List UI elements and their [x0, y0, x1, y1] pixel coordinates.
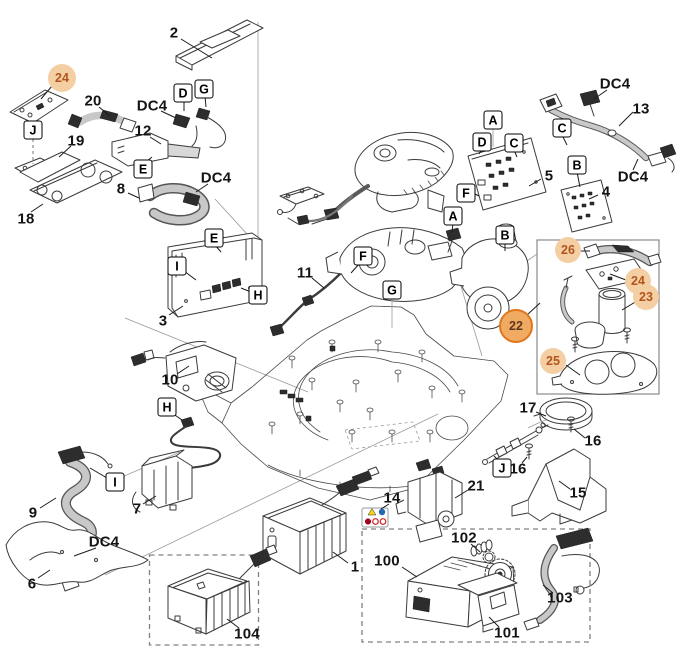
dc4-label-8: DC4 [200, 169, 232, 187]
part-4-pcb [560, 179, 613, 233]
part-104-module [167, 544, 278, 635]
part-number-14: 14 [383, 489, 401, 507]
part-number-7: 7 [132, 500, 142, 518]
part-number-6: 6 [27, 575, 37, 593]
ref-box-d2: D [472, 132, 492, 152]
ref-box-i2: I [105, 472, 125, 492]
ref-box-c2: C [504, 133, 524, 153]
ref-box-d1: D [173, 83, 193, 103]
highlight-callout-22: 22 [499, 309, 533, 343]
part-number-104: 104 [234, 625, 260, 643]
screw-16b [525, 443, 533, 460]
ref-box-j1: J [23, 120, 43, 140]
part-22-gearbox [449, 223, 529, 330]
part-number-20: 20 [84, 92, 102, 110]
part-14-warning-sticker [361, 507, 389, 528]
part-number-9: 9 [28, 504, 38, 522]
part-20-ribbon-cable [67, 109, 137, 133]
ref-box-h1: H [248, 285, 268, 305]
part-number-13: 13 [632, 100, 650, 118]
part-25-gasket [551, 351, 658, 395]
ref-box-g1: G [194, 79, 214, 99]
ref-box-f1: F [456, 183, 476, 203]
part-19-18-trays [14, 151, 123, 204]
part-number-102: 102 [451, 529, 477, 547]
part-number-2: 2 [169, 24, 179, 42]
part-15-cover [511, 448, 607, 525]
part-number-8: 8 [116, 180, 126, 198]
part-7-bracket [132, 416, 222, 513]
highlight-callout-24-top: 24 [48, 64, 76, 92]
ref-box-h2: H [157, 397, 177, 417]
ref-box-e2: E [204, 228, 224, 248]
dc4-label-12: DC4 [136, 97, 168, 115]
part-number-15: 15 [569, 484, 587, 502]
part-17-disc [527, 397, 593, 431]
part-number-5: 5 [544, 167, 554, 185]
ref-box-g2: G [382, 280, 402, 300]
part-number-10: 10 [161, 371, 179, 389]
motor-assembly [325, 227, 466, 302]
ref-box-j2: J [492, 458, 512, 478]
part-number-101: 101 [494, 624, 520, 642]
part-8-strap [137, 183, 210, 226]
dc4-label-13bot: DC4 [617, 168, 649, 186]
part-1-battery-box [262, 466, 380, 575]
ref-box-f2: F [353, 246, 373, 266]
part-2-cover [175, 19, 264, 71]
part-number-100: 100 [374, 552, 400, 570]
highlight-callout-26: 26 [555, 237, 581, 263]
console-assembly [287, 131, 454, 226]
ref-box-c1: C [552, 118, 572, 138]
part-number-12: 12 [134, 122, 152, 140]
part-number-21: 21 [467, 477, 485, 495]
part-13-harness [539, 89, 677, 173]
part-number-19: 19 [67, 132, 85, 150]
part-number-11: 11 [296, 264, 314, 282]
ref-box-b1: B [567, 155, 587, 175]
highlight-callout-25: 25 [540, 348, 566, 374]
part-number-16a: 16 [584, 432, 602, 450]
mount-plate [277, 186, 325, 215]
ref-box-a2: A [443, 206, 463, 226]
part-23-cylinder [598, 288, 626, 334]
part-number-17: 17 [519, 399, 537, 417]
highlight-callout-23: 23 [633, 284, 659, 310]
part-21-bracket [395, 458, 463, 543]
part-24-board [9, 89, 69, 124]
part-103-arm [523, 527, 600, 631]
part-12-bracket [111, 107, 227, 167]
part-number-1: 1 [350, 558, 360, 576]
part-cup-arm [560, 275, 606, 349]
group-box-100s [361, 528, 591, 643]
chassis [201, 305, 509, 501]
part-10-drive-unit [130, 341, 237, 402]
part-number-3: 3 [158, 312, 168, 330]
part-number-18: 18 [17, 210, 35, 228]
ref-box-i1: I [167, 256, 187, 276]
dc4-label-9: DC4 [88, 533, 120, 551]
dc4-label-13top: DC4 [599, 75, 631, 93]
part-101-bracket [457, 572, 520, 633]
part-j-rod [482, 424, 549, 465]
part-number-4: 4 [601, 183, 611, 201]
part-6-panel [5, 521, 149, 586]
part-number-103: 103 [547, 589, 573, 607]
ref-box-a1: A [483, 110, 503, 130]
part-number-16b: 16 [509, 460, 527, 478]
group-box-104 [148, 554, 260, 646]
part-26-ribbon [583, 243, 662, 267]
ref-box-b2: B [495, 225, 515, 245]
ref-box-e1: E [133, 159, 153, 179]
